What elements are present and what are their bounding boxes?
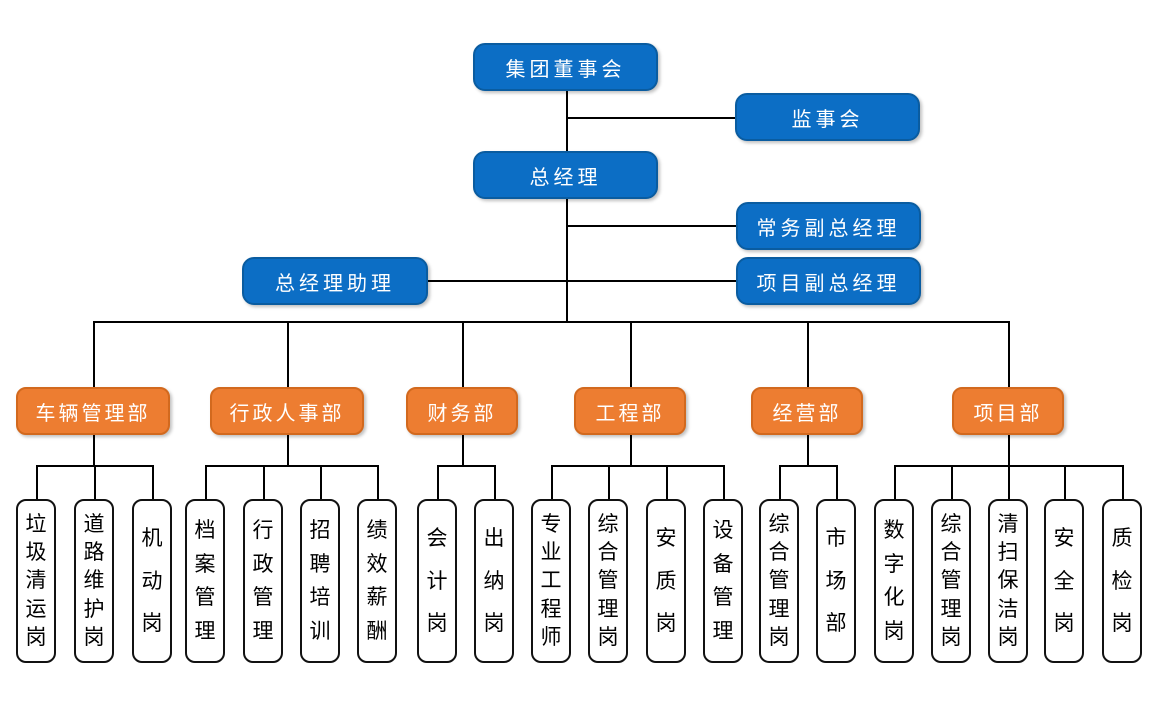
connector-line	[723, 465, 725, 499]
connector-line	[377, 465, 379, 499]
node-general-manager: 总经理	[473, 151, 658, 199]
node-post-general-management-eng: 综合管理岗	[588, 499, 628, 663]
connector-line	[36, 465, 38, 499]
node-post-safety-quality: 安质岗	[646, 499, 686, 663]
connector-line	[494, 465, 496, 499]
node-post-safety: 安全岗	[1044, 499, 1084, 663]
connector-line	[437, 465, 439, 499]
node-post-performance-payroll: 绩效薪酬	[357, 499, 397, 663]
connector-line	[566, 199, 568, 322]
connector-line	[608, 465, 610, 499]
connector-line	[894, 465, 896, 499]
node-dept-engineering: 工程部	[574, 387, 686, 435]
node-dept-operations: 经营部	[751, 387, 863, 435]
connector-line	[205, 465, 207, 499]
connector-line	[287, 321, 289, 387]
connector-line	[152, 465, 154, 499]
connector-line	[205, 465, 377, 467]
node-post-garbage-removal: 垃圾清运岗	[16, 499, 56, 663]
node-post-digitalization: 数字化岗	[874, 499, 914, 663]
node-dept-project: 项目部	[952, 387, 1064, 435]
node-dept-admin-hr: 行政人事部	[210, 387, 364, 435]
connector-line	[93, 435, 95, 466]
connector-line	[1008, 465, 1010, 499]
node-post-market-division: 市场部	[816, 499, 856, 663]
connector-line	[263, 465, 265, 499]
node-post-admin-management: 行政管理	[243, 499, 283, 663]
connector-line	[566, 117, 735, 119]
node-dept-finance: 财务部	[406, 387, 518, 435]
node-project-deputy-gm: 项目副总经理	[736, 257, 921, 305]
node-gm-assistant: 总经理助理	[242, 257, 428, 305]
connector-line	[1122, 465, 1124, 499]
connector-line	[287, 435, 289, 466]
connector-line	[836, 465, 838, 499]
connector-line	[779, 465, 781, 499]
connector-line	[93, 321, 95, 387]
connector-line	[428, 280, 736, 282]
node-post-general-management-ops: 综合管理岗	[759, 499, 799, 663]
node-post-sweeping-cleaning: 清扫保洁岗	[988, 499, 1028, 663]
node-post-professional-engineer: 专业工程师	[531, 499, 571, 663]
node-dept-vehicle-management: 车辆管理部	[16, 387, 170, 435]
connector-line	[320, 465, 322, 499]
node-post-general-management-proj: 综合管理岗	[931, 499, 971, 663]
node-post-archives-management: 档案管理	[185, 499, 225, 663]
connector-line	[1008, 321, 1010, 387]
node-post-quality-inspection: 质检岗	[1102, 499, 1142, 663]
connector-line	[551, 465, 723, 467]
node-post-mobile-duty: 机动岗	[132, 499, 172, 663]
connector-line	[566, 91, 568, 151]
node-board-of-directors: 集团董事会	[473, 43, 658, 91]
connector-line	[951, 465, 953, 499]
node-executive-deputy-gm: 常务副总经理	[736, 202, 921, 250]
connector-line	[462, 435, 464, 466]
connector-line	[566, 225, 736, 227]
node-post-equipment-management: 设备管理	[703, 499, 743, 663]
node-post-road-maintenance: 道路维护岗	[74, 499, 114, 663]
connector-line	[630, 321, 632, 387]
connector-line	[1008, 435, 1010, 466]
node-post-accountant: 会计岗	[417, 499, 457, 663]
node-supervisory-board: 监事会	[735, 93, 920, 141]
connector-line	[551, 465, 553, 499]
connector-line	[779, 465, 836, 467]
node-post-recruiting-training: 招聘培训	[300, 499, 340, 663]
connector-line	[437, 465, 494, 467]
node-post-cashier: 出纳岗	[474, 499, 514, 663]
connector-line	[630, 435, 632, 466]
connector-line	[93, 321, 1008, 323]
connector-line	[666, 465, 668, 499]
connector-line	[1064, 465, 1066, 499]
connector-line	[807, 435, 809, 466]
connector-line	[94, 465, 96, 499]
connector-line	[807, 321, 809, 387]
connector-line	[462, 321, 464, 387]
